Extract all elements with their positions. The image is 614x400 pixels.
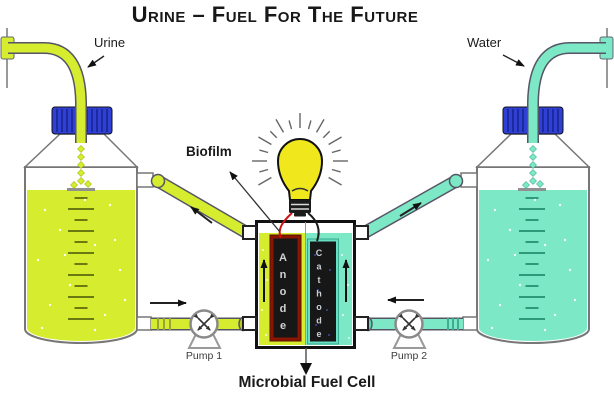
urine-droplets: [70, 145, 92, 189]
bulb-base-tip: [294, 213, 306, 217]
biofilm-label-arrow: [229, 171, 281, 233]
pump-1: [187, 309, 222, 349]
right-bottle-liquid: [479, 190, 587, 341]
right-bottle-outlet-port: [462, 316, 478, 331]
pump-1-impeller-icon: [193, 313, 215, 331]
water-supply-tube: [527, 42, 606, 143]
cathode-electrode: [310, 241, 336, 342]
left-return-tube: [150, 173, 256, 240]
biofilm-label: Biofilm: [186, 144, 232, 159]
bulb-filament: [291, 187, 309, 192]
urine-label: Urine: [94, 35, 126, 50]
right-bottle-graduations: [519, 197, 545, 320]
pump-1-label: Pump 1: [185, 350, 223, 362]
light-bulb-icon: [252, 113, 348, 242]
cathode-speckles: [314, 254, 331, 336]
left-return-port: [136, 172, 154, 188]
right-liquid-speckles: [486, 198, 577, 332]
pump-2-impeller-icon: [398, 313, 420, 331]
right-return-flow-arrow: [399, 202, 422, 217]
urine-label-arrow: [87, 55, 105, 68]
anode-electrode: [273, 238, 298, 338]
diagram-title: Urine – Fuel For The Future: [131, 2, 419, 27]
microbial-fuel-cell-label: Microbial Fuel Cell: [238, 374, 376, 391]
left-bottle-outlet-port: [136, 316, 152, 331]
left-bottle-graduations: [68, 197, 94, 320]
cell-port-bottom-left: [242, 316, 257, 331]
right-return-port: [460, 172, 478, 188]
water-label-arrow: [502, 54, 525, 67]
bulb-base: [289, 200, 311, 213]
pump-2-label: Pump 2: [390, 350, 428, 362]
left-return-flow-arrow: [190, 206, 213, 224]
cathode-label: Cathode: [314, 247, 324, 343]
pump-2: [392, 309, 427, 349]
water-droplets: [522, 145, 544, 189]
cell-port-bottom-right: [354, 316, 369, 331]
anode-label: Anode: [277, 251, 289, 337]
bulb-glass: [276, 138, 324, 201]
fuel-cell: [242, 220, 369, 349]
bulb-rays: [252, 113, 348, 186]
left-bottle-liquid: [27, 190, 135, 341]
fuel-cell-label-arrowhead: [300, 363, 312, 375]
cell-port-top-left: [242, 225, 257, 240]
left-liquid-speckles: [36, 198, 127, 332]
right-return-tube: [355, 173, 464, 240]
cell-port-top-right: [354, 225, 369, 240]
urine-supply-tube: [8, 42, 87, 143]
water-label: Water: [467, 35, 502, 50]
wire-to-anode: [278, 212, 293, 239]
chamber-speckles: [261, 249, 350, 339]
wire-to-cathode: [307, 212, 320, 242]
